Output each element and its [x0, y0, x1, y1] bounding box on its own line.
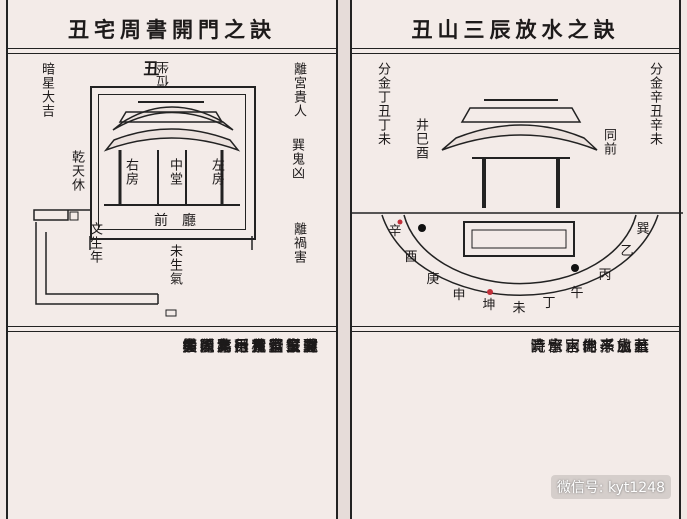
left-title-rule — [8, 48, 336, 54]
right-note-left: 分金丁丑丁未 — [374, 62, 390, 146]
left-page: 丑宅周書開門之訣 暗星大吉 乾天休 位坐 丑 離宮貴人 巽鬼凶 離禍害 文生年 … — [6, 0, 338, 519]
right-note-left-2: 井巳酉 — [412, 118, 428, 160]
room-center-hall: 中堂 — [166, 158, 182, 186]
side-note-right-1: 巽鬼凶 — [288, 138, 304, 180]
right-mid-rule — [352, 326, 679, 332]
ring-label-wei: 未 — [512, 301, 526, 316]
book-gutter — [338, 0, 350, 519]
right-text-col-1: 丑山未向丙水流 — [528, 338, 651, 355]
side-note-top-right: 離宮貴人 — [290, 62, 306, 118]
right-text-col-2: 蔭兒孫出官僚時 — [528, 338, 651, 355]
ring-label-bing: 丙 — [598, 268, 612, 283]
house-illustration — [33, 101, 253, 317]
left-text-col-2: 財日日來行路彎曲 — [180, 338, 319, 355]
right-text-col-4: 華水不休 — [580, 338, 650, 355]
left-text-col-6: 文章士良田萬頃豈 — [180, 338, 319, 355]
below-hall-note: 未生氣 — [166, 244, 182, 286]
gate-and-compass — [352, 99, 683, 296]
left-page-title: 丑宅周書開門之訣 — [68, 17, 276, 42]
top-mark: 丑 — [140, 60, 160, 76]
house-inner-frame — [98, 94, 246, 230]
left-text-col-7: 運幫 — [283, 338, 319, 355]
ring-label-yi: 乙 — [620, 244, 634, 259]
ring-label-ding: 丁 — [542, 296, 556, 311]
left-text-col-4: 聰俊登黃甲兒孫孝 — [180, 338, 319, 355]
left-text-col-1: 丑艮若見延年開橫 — [180, 338, 319, 355]
left-text-col-5: 義振綱常男女貌美 — [180, 338, 319, 355]
right-text-col-3: 若放辛坤水富貴 — [528, 338, 651, 355]
left-mid-rule — [8, 326, 336, 332]
right-page-title: 丑山三辰放水之訣 — [411, 17, 620, 42]
room-right: 右房 — [122, 158, 138, 186]
ring-label-you: 酉 — [404, 250, 418, 265]
wechat-watermark: 微信号: kyt1248 — [550, 475, 671, 499]
ring-label-geng: 庚 — [426, 272, 440, 287]
right-note-right-2: 同前 — [600, 128, 616, 156]
room-left: 左房 — [208, 158, 224, 186]
side-note-left-mid: 乾天休 — [68, 150, 84, 192]
front-hall: 前廳 — [154, 213, 210, 229]
ring-label-kun: 坤 — [482, 298, 496, 313]
right-title-rule — [352, 48, 679, 54]
ring-label-wu: 午 — [570, 286, 584, 301]
ring-label-xin: 辛 — [388, 224, 402, 239]
ring-label-shen: 申 — [452, 288, 466, 303]
right-note-right: 分金辛丑辛未 — [646, 62, 662, 146]
right-page: 丑山三辰放水之訣 分金丁丑丁未 井巳酉 分金辛丑辛未 同前 辛 酉 庚 申 坤 … — [350, 0, 683, 519]
side-note-right-2: 離禍害 — [290, 222, 306, 264]
left-text-col-3: 上家富積千倉人大 — [180, 338, 319, 355]
house-outer-frame — [90, 86, 256, 240]
side-note-top-left: 暗星大吉 — [38, 62, 54, 118]
ring-label-xun: 巽 — [636, 222, 650, 237]
